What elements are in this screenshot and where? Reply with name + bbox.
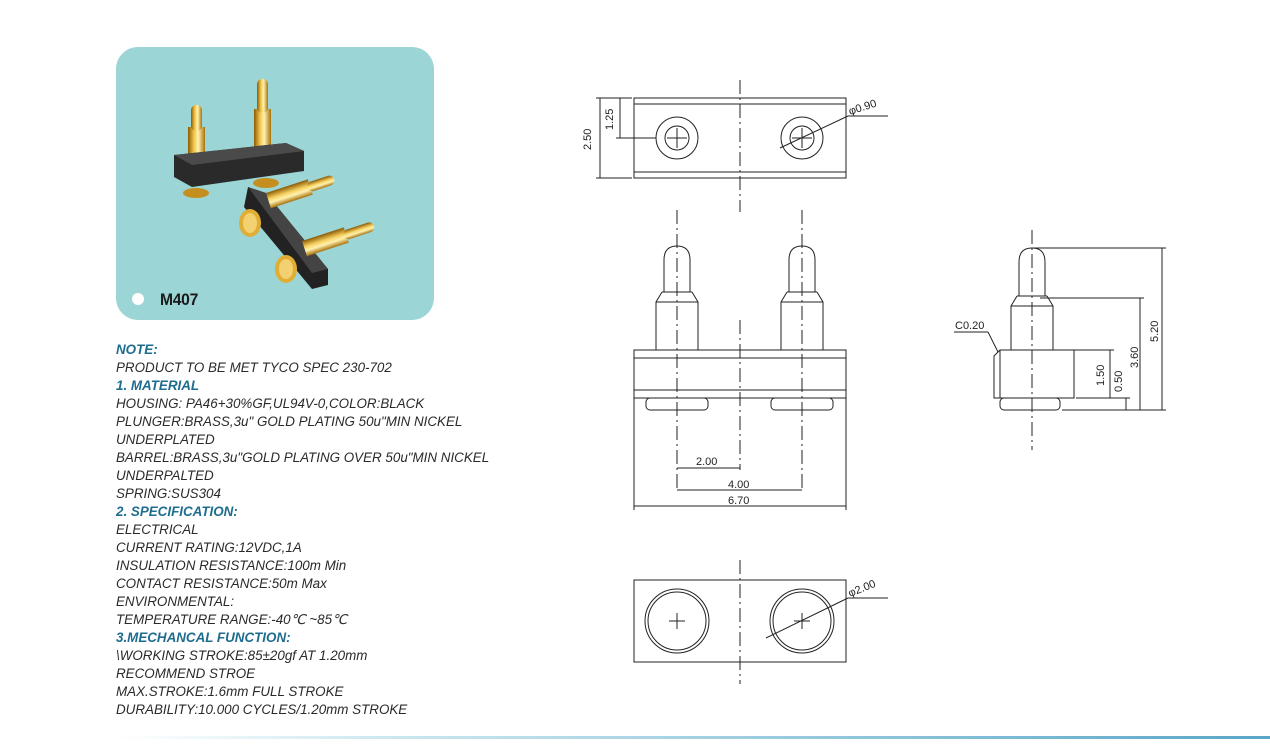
dim-pitch: 4.00 <box>728 479 749 491</box>
model-bullet <box>132 293 144 305</box>
dim-top-hole-dia: φ0.90 <box>847 98 878 118</box>
spec-line: MAX.STROKE:1.6mm FULL STROKE <box>116 684 344 699</box>
dim-total-height: 5.20 <box>1149 321 1161 342</box>
dim-overall-width: 6.70 <box>728 495 749 507</box>
bottom-view <box>633 560 888 684</box>
spec-line: BARREL:BRASS,3u"GOLD PLATING OVER 50u"MI… <box>116 450 490 465</box>
dim-top-height: 2.50 <box>582 129 594 150</box>
spec-line: SPRING:SUS304 <box>116 486 221 501</box>
side-view <box>954 230 1166 450</box>
spec-line: UNDERPALTED <box>116 468 214 483</box>
dim-shoulder-height: 3.60 <box>1129 347 1141 368</box>
spec-line: CONTACT RESISTANCE:50m Max <box>116 576 327 591</box>
upper-connector <box>174 79 304 198</box>
spec-heading: NOTE: <box>116 342 158 357</box>
spec-line: TEMPERATURE RANGE:-40℃ ~85℃ <box>116 612 348 627</box>
dim-housing-height: 1.50 <box>1095 365 1107 386</box>
dim-standoff: 0.50 <box>1113 371 1125 392</box>
spec-line: HOUSING: PA46+30%GF,UL94V-0,COLOR:BLACK <box>116 396 425 411</box>
model-number: M407 <box>160 290 199 309</box>
dim-top-hole-offset: 1.25 <box>604 109 616 130</box>
spec-line: DURABILITY:10.000 CYCLES/1.20mm STROKE <box>116 702 408 717</box>
spec-line: ENVIRONMENTAL: <box>116 594 235 609</box>
spec-heading: 2. SPECIFICATION: <box>116 504 238 519</box>
dim-pitch-half: 2.00 <box>696 456 717 468</box>
dim-chamfer: C0.20 <box>955 320 984 332</box>
spec-line: PRODUCT TO BE MET TYCO SPEC 230-702 <box>116 360 392 375</box>
spec-notes: NOTE: PRODUCT TO BE MET TYCO SPEC 230-702… <box>116 341 586 719</box>
spec-line: RECOMMEND STROE <box>116 666 256 681</box>
spec-line: CURRENT RATING:12VDC,1A <box>116 540 302 555</box>
lower-connector <box>239 175 375 289</box>
front-view <box>633 210 847 510</box>
product-photo <box>174 79 375 289</box>
bottom-divider <box>116 736 1270 739</box>
spec-line: \WORKING STROKE:85±20gf AT 1.20mm <box>116 648 368 663</box>
spec-heading: 1. MATERIAL <box>116 378 200 393</box>
spec-line: UNDERPLATED <box>116 432 215 447</box>
top-view <box>596 80 888 212</box>
spec-line: INSULATION RESISTANCE:100m Min <box>116 558 347 573</box>
spec-heading: 3.MECHANCAL FUNCTION: <box>116 630 291 645</box>
spec-line: PLUNGER:BRASS,3u" GOLD PLATING 50u"MIN N… <box>116 414 463 429</box>
dim-bottom-pad-dia: φ2.00 <box>847 578 878 600</box>
spec-line: ELECTRICAL <box>116 522 199 537</box>
product-photo-card <box>116 47 434 320</box>
